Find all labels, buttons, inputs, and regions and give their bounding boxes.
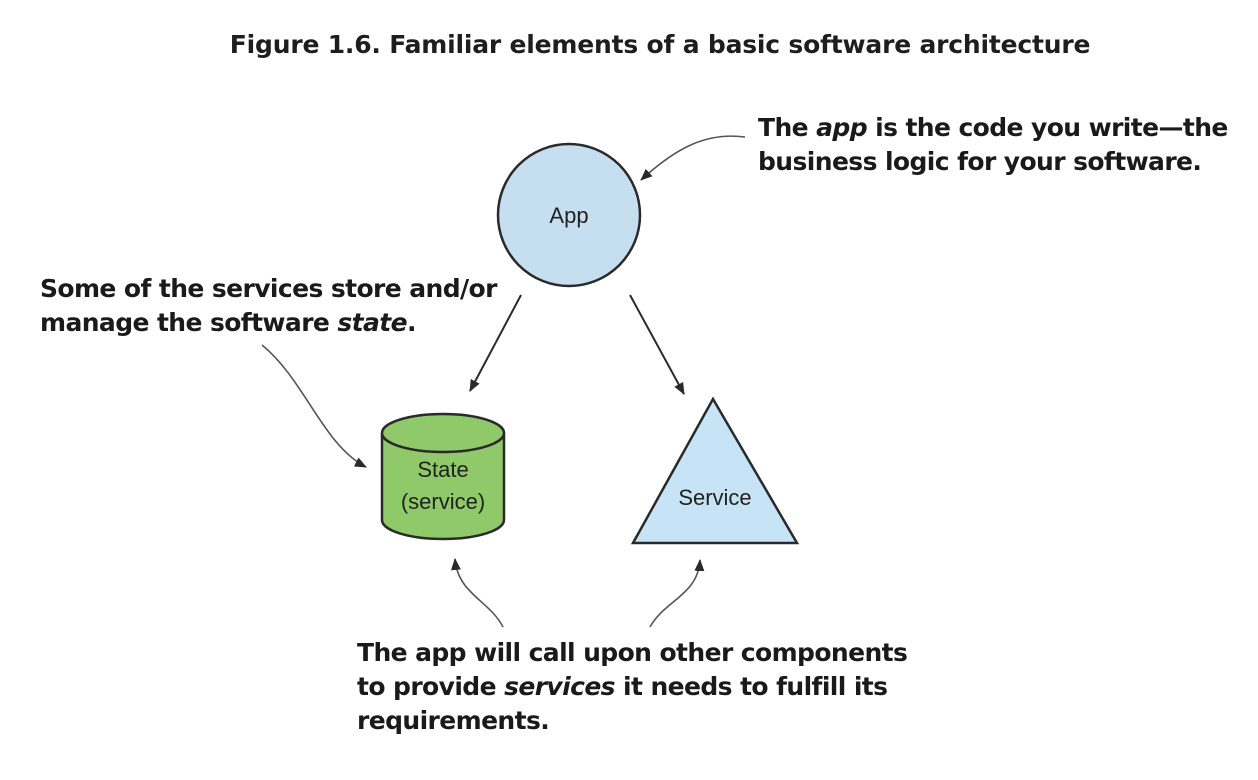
- callout-text: it needs to fulfill its: [614, 672, 888, 701]
- callout-text: to provide: [357, 672, 505, 701]
- callout-app-line2: business logic for your software.: [758, 147, 1202, 176]
- callout-arrow-services-to-state: [450, 558, 504, 628]
- callout-arrow-app: [640, 135, 746, 181]
- app-circle: [496, 142, 642, 288]
- callout-state: Some of the services store and/or manage…: [40, 272, 497, 340]
- callout-text: is the code you write—the: [867, 113, 1228, 142]
- arrow-app-to-service: [629, 294, 685, 395]
- callout-services-line1: The app will call upon other components: [357, 638, 908, 667]
- callout-arrow-services-to-service: [649, 559, 705, 628]
- callout-emphasis: state: [337, 308, 407, 337]
- state-label-line2: (service): [401, 489, 485, 514]
- callout-text: .: [407, 308, 417, 337]
- callout-emphasis: services: [504, 672, 615, 701]
- service-label: Service: [678, 485, 751, 510]
- callout-state-line1: Some of the services store and/or: [40, 274, 497, 303]
- callout-text: manage the software: [40, 308, 338, 337]
- callout-text: The: [758, 113, 817, 142]
- service-triangle: [630, 396, 800, 545]
- state-cylinder-body: [380, 433, 506, 541]
- callout-services-line2: to provide services it needs to fulfill …: [357, 670, 907, 704]
- callout-services: The app will call upon other components …: [357, 636, 908, 738]
- service-node: Service: [630, 396, 800, 545]
- app-label: App: [549, 203, 588, 228]
- callout-state-line2: manage the software state.: [40, 306, 497, 340]
- callout-emphasis: app: [816, 113, 867, 142]
- app-node: App: [496, 142, 642, 288]
- arrow-app-to-state: [469, 294, 522, 392]
- state-cylinder-top: [380, 412, 506, 454]
- callout-app: The app is the code you write—the busine…: [758, 111, 1228, 179]
- callout-app-line1: The app is the code you write—the: [758, 111, 1228, 145]
- callout-services-line3: requirements.: [357, 706, 550, 735]
- state-node: State (service): [380, 412, 506, 541]
- state-label-line1: State: [417, 457, 468, 482]
- callout-arrow-state: [261, 344, 367, 468]
- figure-title: Figure 1.6. Familiar elements of a basic…: [229, 30, 1091, 59]
